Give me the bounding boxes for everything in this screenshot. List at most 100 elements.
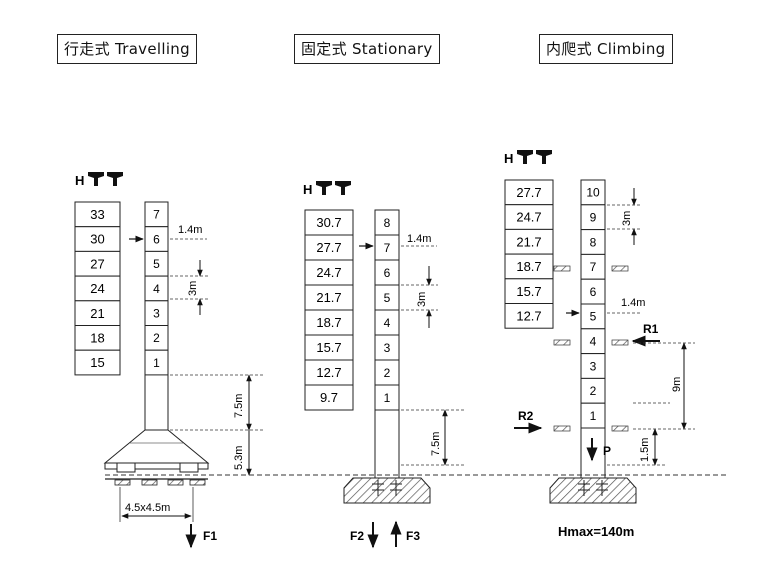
climb-height-label: 18.7 xyxy=(516,259,541,274)
climb-section-cell xyxy=(580,179,606,206)
reaction-r2: R2 xyxy=(518,409,534,423)
trav-dim-base1: 7.5m xyxy=(233,394,245,418)
trav-section-label: 1 xyxy=(153,356,160,370)
trav-section-label: 5 xyxy=(153,257,160,271)
stat-section-cell xyxy=(374,359,400,386)
stat-height-label: 15.7 xyxy=(316,340,341,355)
travelling-chassis xyxy=(104,462,209,470)
trav-dim-base-width: 4.5x4.5m xyxy=(125,502,170,514)
stat-section-label: 7 xyxy=(384,241,391,255)
trav-height-cell xyxy=(74,275,121,302)
foundation-stationary xyxy=(343,477,431,504)
load-p: P xyxy=(603,444,611,458)
trav-height-cell xyxy=(74,349,121,376)
trav-height-label: 18 xyxy=(90,331,104,346)
trav-height-cell xyxy=(74,300,121,326)
climb-section-cell xyxy=(580,402,606,429)
stat-height-label: 24.7 xyxy=(316,265,341,280)
climb-height-cell xyxy=(504,179,554,206)
climb-dim-base: 1.5m xyxy=(639,438,651,462)
climb-height-cell xyxy=(504,303,554,329)
climb-height-label: 12.7 xyxy=(516,309,541,324)
hmax-label: Hmax=140m xyxy=(558,524,634,539)
stat-height-label: 12.7 xyxy=(316,365,341,380)
stat-section-label: 4 xyxy=(384,316,391,330)
stat-section-label: 2 xyxy=(384,366,391,380)
wheel-right xyxy=(179,462,199,473)
stat-dim-section: 3m xyxy=(416,292,428,307)
climb-section-label: 10 xyxy=(586,186,600,200)
reaction-r1: R1 xyxy=(643,322,659,336)
climb-dim-section: 3m xyxy=(621,211,633,226)
climb-section-cell xyxy=(580,377,606,404)
foundation-climbing xyxy=(549,477,637,504)
climb-section-cell xyxy=(580,353,606,379)
climb-section-cell xyxy=(580,204,606,231)
stat-height-label: 30.7 xyxy=(316,215,341,230)
stat-height-label: 21.7 xyxy=(316,290,341,305)
stat-section-label: 5 xyxy=(384,291,391,305)
trav-section-label: 2 xyxy=(153,331,160,345)
stat-section-label: 6 xyxy=(384,266,391,280)
title-travelling: 行走式 Travelling xyxy=(57,34,197,64)
climb-section-cell xyxy=(580,303,606,330)
h-label-travelling: H xyxy=(75,173,84,188)
h-label-climbing: H xyxy=(504,151,513,166)
climb-section-label: 5 xyxy=(590,310,597,324)
trav-height-cell xyxy=(74,250,121,277)
climb-section-label: 6 xyxy=(590,285,597,299)
climb-dim-tie: 1.4m xyxy=(621,297,645,309)
trav-height-cell xyxy=(74,201,121,228)
climbing-collar-upper xyxy=(553,265,629,272)
stat-section-label: 1 xyxy=(384,391,391,405)
climb-height-cell xyxy=(504,278,554,304)
stat-section-cell xyxy=(374,334,400,361)
climb-section-label: 1 xyxy=(590,409,597,423)
stat-section-cell xyxy=(374,384,400,411)
trav-height-label: 21 xyxy=(90,306,104,321)
h-label-stationary: H xyxy=(303,182,312,197)
climb-height-label: 24.7 xyxy=(516,210,541,225)
force-f2: F2 xyxy=(350,529,364,543)
stat-section-cell xyxy=(374,309,400,336)
stat-height-cell xyxy=(304,284,354,311)
stat-section-cell xyxy=(374,284,400,311)
climb-section-label: 7 xyxy=(590,260,597,274)
trolley-icon xyxy=(517,150,552,164)
climb-section-cell xyxy=(580,328,606,355)
climb-dim-climb: 9m xyxy=(671,377,683,392)
climb-height-label: 15.7 xyxy=(516,284,541,299)
stat-height-label: 18.7 xyxy=(316,315,341,330)
trav-section-label: 7 xyxy=(153,208,160,222)
climb-section-label: 8 xyxy=(590,235,597,249)
climb-height-label: 27.7 xyxy=(516,185,541,200)
climb-height-cell xyxy=(504,204,554,230)
climbing-collar-middle xyxy=(553,339,629,346)
stat-section-cell xyxy=(374,259,400,286)
climb-section-label: 4 xyxy=(590,335,597,349)
trav-height-label: 15 xyxy=(90,355,104,370)
stat-section-label: 3 xyxy=(384,341,391,355)
stat-height-label: 9.7 xyxy=(320,390,338,405)
stat-dim-base: 7.5m xyxy=(430,432,442,456)
trolley-icon xyxy=(316,181,351,195)
title-stationary: 固定式 Stationary xyxy=(294,34,440,64)
stat-section-label: 8 xyxy=(384,216,391,230)
trav-height-label: 30 xyxy=(90,232,104,247)
trav-dim-tie: 1.4m xyxy=(178,224,202,236)
climbing-collar-lower xyxy=(553,425,629,432)
force-f3: F3 xyxy=(406,529,420,543)
wheel-left xyxy=(116,462,136,473)
trav-section-label: 6 xyxy=(153,232,160,246)
trav-section-label: 4 xyxy=(153,282,160,296)
climb-section-label: 3 xyxy=(590,359,597,373)
trav-height-label: 24 xyxy=(90,281,104,296)
trav-section-label: 3 xyxy=(153,306,160,320)
climb-height-label: 21.7 xyxy=(516,234,541,249)
climb-section-cell xyxy=(580,229,606,255)
trav-height-label: 27 xyxy=(90,256,104,271)
